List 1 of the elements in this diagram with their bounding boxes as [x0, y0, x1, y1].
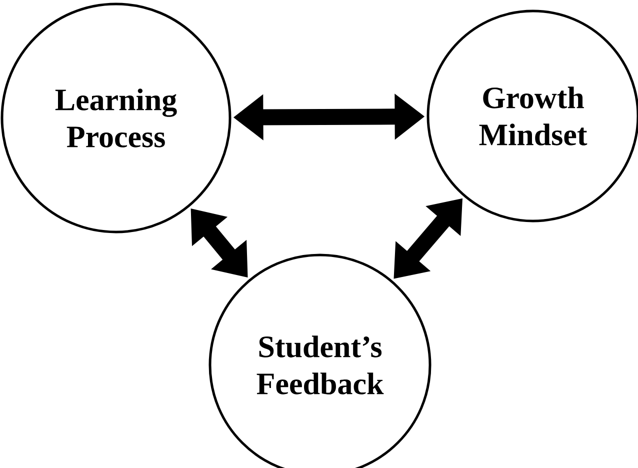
- circle-node: Learning Process: [0, 2, 232, 234]
